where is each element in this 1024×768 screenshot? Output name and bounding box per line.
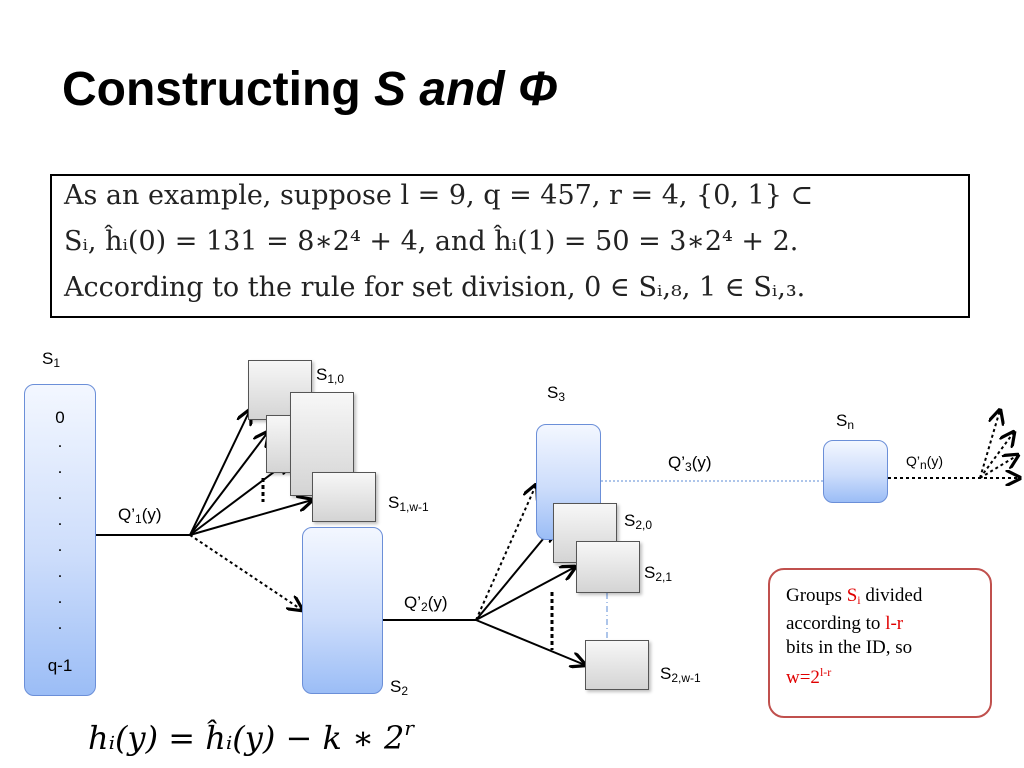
s1-top-value: 0 <box>55 408 65 427</box>
s2-box <box>302 527 383 694</box>
formula: hᵢ(y) = ĥᵢ(y) − k ∗ 2r <box>88 716 414 757</box>
title-italic: S and Φ <box>373 63 558 116</box>
s1-dot: . <box>57 614 63 633</box>
s1-subset-box <box>312 472 376 522</box>
s1-dot: . <box>57 536 63 555</box>
arrow-to-s1w <box>189 500 312 536</box>
s3-label: S3 <box>547 383 566 404</box>
s21-label: S2,1 <box>644 563 673 584</box>
s1w-label: S1,w-1 <box>388 493 429 514</box>
s1-label: S1 <box>42 349 61 370</box>
s1-dot: . <box>57 458 63 477</box>
arrow-to-s3 <box>475 485 536 621</box>
s1-dot: . <box>57 510 63 529</box>
example-line-2: Sᵢ, ĥᵢ(0) = 131 = 8∗2⁴ + 4, and ĥᵢ(1) = … <box>64 226 799 257</box>
s1-dot: . <box>57 588 63 607</box>
note-line-4: w=2l-r <box>786 665 832 688</box>
note-box: Groups Si divided according to l-r bits … <box>768 568 992 718</box>
note-line-3: bits in the ID, so <box>786 637 913 658</box>
sn-label: Sn <box>836 411 855 432</box>
s2-label: S2 <box>390 677 409 698</box>
s1-box <box>24 384 96 696</box>
s21-box <box>576 541 640 593</box>
s1-bottom-value: q-1 <box>47 656 73 675</box>
arrow-to-s10 <box>189 410 250 536</box>
title-plain: Constructing <box>62 63 374 116</box>
example-box: As an example, suppose l = 9, q = 457, r… <box>50 174 970 318</box>
s10-label: S1,0 <box>316 365 345 386</box>
s1-dot: . <box>57 432 63 451</box>
s20-label: S2,0 <box>624 511 653 532</box>
sn-branch-2 <box>979 432 1014 479</box>
arrow-to-s2w <box>475 619 585 665</box>
sn-branch-3 <box>979 455 1018 479</box>
q1-label: Q’1(y) <box>118 505 162 526</box>
note-line-1: Groups Si divided <box>786 585 923 607</box>
q2-label: Q’2(y) <box>404 593 448 614</box>
slide-title: Constructing S and Φ <box>62 62 557 117</box>
s1-dot: . <box>57 484 63 503</box>
arrow-to-s11 <box>189 432 268 536</box>
example-line-3: According to the rule for set division, … <box>64 272 806 303</box>
arrow-to-s2 <box>189 534 302 610</box>
arrow-to-s21 <box>475 567 575 621</box>
s2w-box <box>585 640 649 690</box>
sn-box <box>823 440 888 503</box>
q3-label: Q’3(y) <box>668 453 712 474</box>
s1-dot: . <box>57 562 63 581</box>
arrow-to-s20 <box>475 527 553 621</box>
qn-label: Q’n(y) <box>906 453 944 472</box>
example-line-1: As an example, suppose l = 9, q = 457, r… <box>64 180 814 211</box>
s2w-label: S2,w-1 <box>660 664 701 685</box>
note-line-2: according to l-r <box>786 613 904 634</box>
